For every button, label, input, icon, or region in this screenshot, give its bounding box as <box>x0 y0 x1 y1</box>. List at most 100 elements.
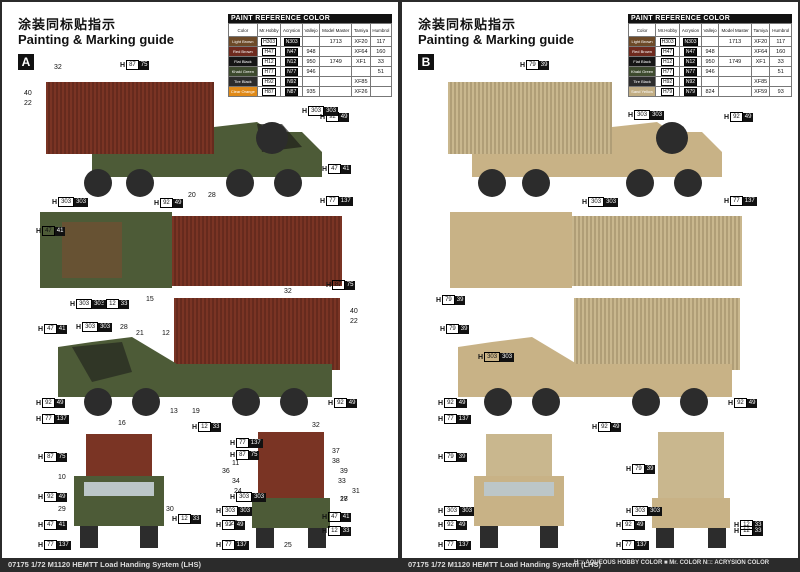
camo-patch <box>62 222 122 278</box>
part-number-label: 13 <box>170 408 178 415</box>
container-side <box>448 82 612 154</box>
wheel <box>708 528 726 548</box>
camo-patch <box>72 342 132 382</box>
mr-hobby-code: H87 <box>256 86 282 97</box>
truck-side-view-rhs <box>58 298 340 416</box>
part-number-label: 11 <box>232 460 240 467</box>
humbrol-code: 93 <box>769 86 792 97</box>
wheel <box>80 526 98 548</box>
wheel <box>256 528 274 548</box>
windshield <box>484 482 554 496</box>
footer-right: 07175 1/72 M1120 HEMTT Load Handing Syst… <box>402 558 800 572</box>
part-number-label: 37 <box>332 448 340 455</box>
wheel <box>522 169 550 197</box>
windshield <box>84 482 154 496</box>
part-number-label: 27 <box>340 496 348 503</box>
rear-frame <box>652 498 730 528</box>
title-english: Painting & Marking guide <box>18 32 175 47</box>
part-number-label: 28 <box>208 192 216 199</box>
part-number-label: 36 <box>222 468 230 475</box>
part-number-label: 22 <box>350 318 358 325</box>
footer-product-title: 07175 1/72 M1120 HEMTT Load Handing Syst… <box>408 560 601 569</box>
wheel <box>232 388 260 416</box>
humbrol-code <box>369 86 393 97</box>
vallejo-code: 824 <box>700 86 720 97</box>
part-number-label: 31 <box>352 488 360 495</box>
part-number-label: 21 <box>136 330 144 337</box>
instruction-page-right: 涂装同标贴指示 Painting & Marking guide B PAINT… <box>402 2 798 558</box>
cab-top <box>450 212 572 288</box>
wheel <box>540 526 558 548</box>
part-number-label: 24 <box>234 488 242 495</box>
scheme-badge-a: A <box>18 54 34 70</box>
truck-rear-view <box>652 432 730 548</box>
title-english: Painting & Marking guide <box>418 32 575 47</box>
container-front <box>486 434 552 478</box>
instruction-page-left: 涂装同标贴指示 Painting & Marking guide A PAINT… <box>2 2 398 558</box>
mm-code <box>718 86 752 97</box>
wheel <box>656 528 674 548</box>
container-side <box>46 82 214 154</box>
truck-front-view <box>474 434 564 548</box>
cab-body <box>458 337 732 397</box>
part-number-label: 38 <box>332 458 340 465</box>
truck-top-view <box>450 212 742 288</box>
wheel <box>478 169 506 197</box>
wheel <box>126 169 154 197</box>
part-number-label: 12 <box>162 330 170 337</box>
color-legend: H□: AQUEOUS HOBBY COLOR ■ Mr. COLOR N□: … <box>574 560 770 566</box>
part-number-label: 39 <box>340 468 348 475</box>
scheme-badge-b: B <box>418 54 434 70</box>
truck-rear-view <box>252 432 330 548</box>
wheel <box>132 388 160 416</box>
title-chinese: 涂装同标贴指示 <box>418 17 517 32</box>
footer-left: 07175 1/72 M1120 HEMTT Load Handing Syst… <box>2 558 400 572</box>
vehicle-illustrations-a <box>40 82 342 548</box>
part-number-label: 32 <box>284 288 292 295</box>
wheel <box>84 169 112 197</box>
part-number-label: 25 <box>284 542 292 549</box>
wheel <box>680 388 708 416</box>
part-number-label: 10 <box>58 474 66 481</box>
part-number-label: 20 <box>188 192 196 199</box>
paint-table-column-header: Color <box>627 23 657 37</box>
acrysion-code: N79 <box>679 86 702 97</box>
wheel <box>632 388 660 416</box>
truck-side-view-lhs <box>46 82 322 197</box>
rear-frame <box>252 498 330 528</box>
spare-tire <box>256 122 288 154</box>
